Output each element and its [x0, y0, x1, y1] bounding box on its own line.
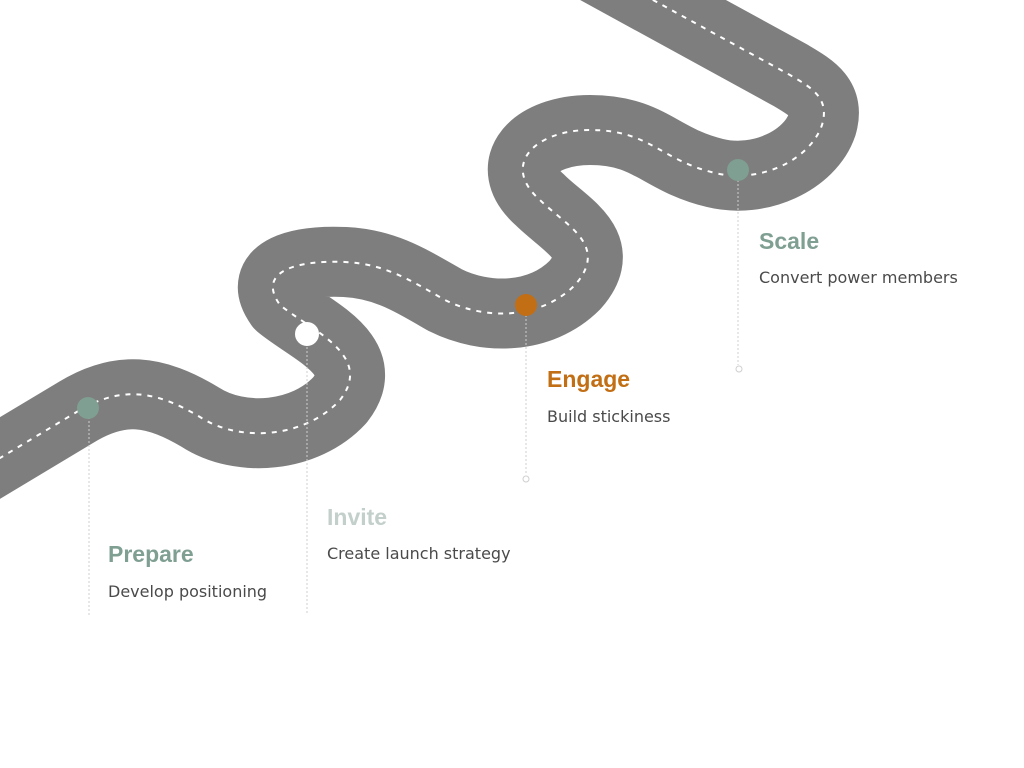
engage-description: Build stickiness [547, 407, 671, 426]
engage-connector-end [522, 475, 530, 483]
scale-connector-end [735, 365, 743, 373]
scale-title: Scale [759, 228, 820, 254]
invite-marker [295, 322, 319, 346]
scale-marker [727, 159, 749, 181]
engage-title: Engage [547, 366, 631, 392]
prepare-description: Develop positioning [108, 582, 268, 601]
invite-title: Invite [327, 504, 388, 530]
road-lane-marking [0, 0, 825, 460]
invite-description: Create launch strategy [327, 544, 511, 563]
winding-road [0, 0, 859, 499]
prepare-title: Prepare [108, 541, 194, 567]
engage-marker [515, 294, 537, 316]
prepare-marker [77, 397, 99, 419]
scale-description: Convert power members [759, 268, 958, 287]
